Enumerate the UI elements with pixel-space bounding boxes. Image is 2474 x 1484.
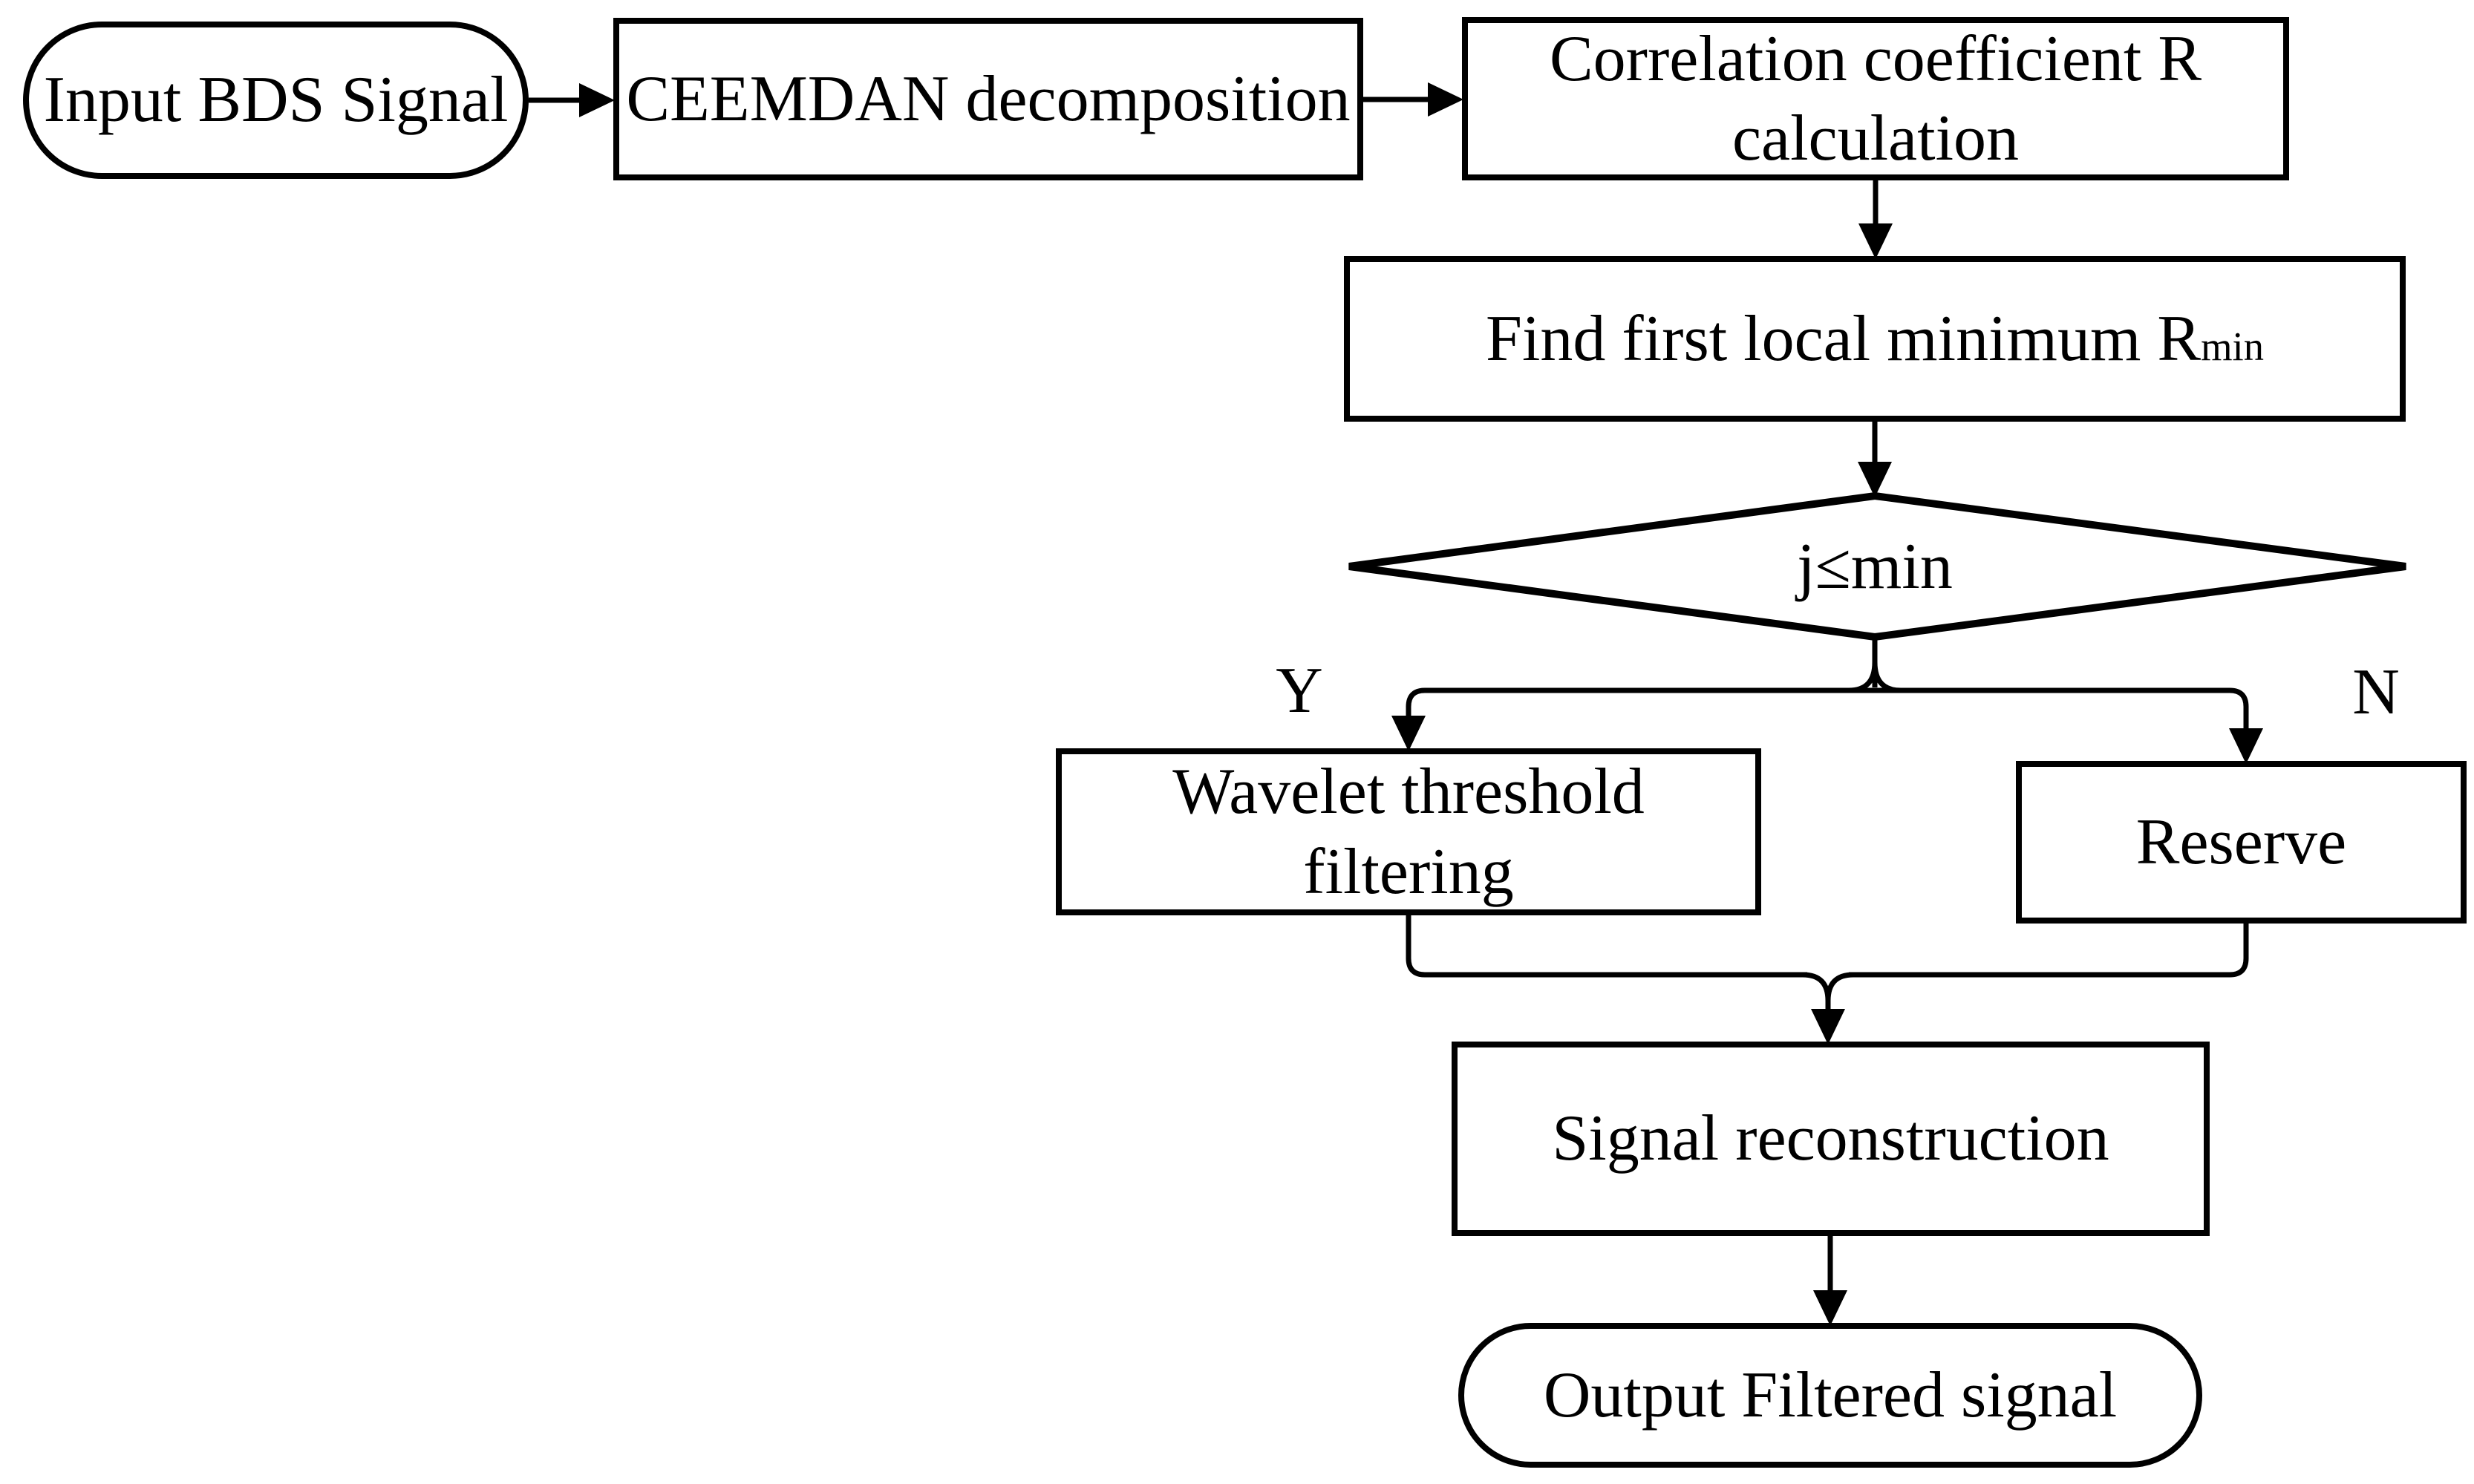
- decision-label-text: j≤min: [1797, 530, 1953, 603]
- junction-flare-left: [1848, 661, 1878, 693]
- node-find-local-minimum: Find first local minimum Rmin: [1344, 256, 2406, 422]
- node-label-main: Find first local minimum R: [1486, 302, 2202, 375]
- node-label-line1: Wavelet threshold: [1172, 756, 1645, 828]
- node-label: Reserve: [2135, 805, 2347, 878]
- arrowhead-right-icon: [1428, 82, 1463, 117]
- node-correlation-coefficient: Correlation coefficient R calculation: [1462, 17, 2289, 180]
- merge-flare-left: [1802, 972, 1831, 1001]
- node-label: Find first local minimum Rmin: [1486, 299, 2264, 379]
- node-label-line1: Correlation coefficient R: [1549, 22, 2202, 95]
- node-label-line2: calculation: [1732, 102, 2020, 174]
- arrowhead-down-icon: [1858, 462, 1892, 497]
- branch-no-text: N: [2352, 656, 2400, 728]
- arrowhead-down-icon: [2229, 728, 2263, 764]
- arrowhead-right-icon: [579, 83, 615, 117]
- node-label-line2: filtering: [1303, 835, 1514, 908]
- arrowhead-down-icon: [1858, 223, 1893, 259]
- node-label: Signal reconstruction: [1552, 1102, 2109, 1175]
- merge-flare-right: [1825, 972, 1854, 1001]
- node-output-filtered-signal: Output Filtered signal: [1458, 1323, 2202, 1468]
- connector-wavelet-to-merge: [1406, 915, 1807, 978]
- node-label: Output Filtered signal: [1543, 1359, 2118, 1431]
- connector-reserve-to-merge: [1849, 924, 2249, 978]
- node-input-bds-signal: Input BDS Signal: [23, 22, 529, 179]
- branch-yes-text: Y: [1276, 654, 1323, 727]
- connector-split-rail: [1406, 687, 2249, 731]
- node-reserve: Reserve: [2016, 761, 2467, 924]
- branch-label-yes: Y: [1251, 644, 1348, 736]
- node-ceemdan-decomposition: CEEMDAN decomposition: [613, 18, 1363, 180]
- branch-label-no: N: [2328, 646, 2424, 738]
- node-label-subscript: min: [2201, 323, 2264, 369]
- arrowhead-down-icon: [1811, 1009, 1845, 1045]
- node-label: Input BDS Signal: [43, 64, 509, 137]
- node-wavelet-threshold-filtering: Wavelet threshold filtering: [1056, 748, 1761, 915]
- junction-flare-right: [1872, 661, 1902, 693]
- decision-condition-label: j≤min: [1504, 516, 2246, 617]
- node-signal-reconstruction: Signal reconstruction: [1452, 1042, 2210, 1236]
- node-label: CEEMDAN decomposition: [626, 62, 1351, 135]
- arrowhead-down-icon: [1391, 716, 1426, 751]
- arrowhead-down-icon: [1813, 1290, 1847, 1326]
